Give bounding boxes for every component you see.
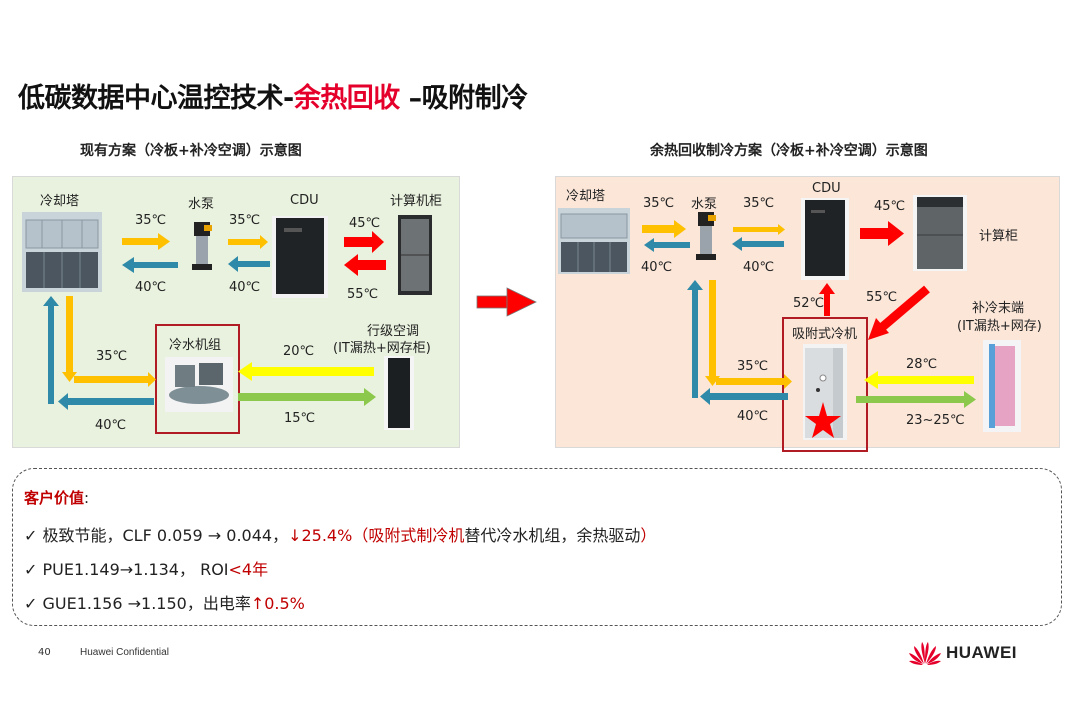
supplementary-terminal-image	[983, 340, 1021, 432]
value-item-3: ✓ GUE1.156 →1.150，出电率↑0.5%	[24, 590, 305, 614]
label-water-chiller: 冷水机组	[169, 338, 222, 353]
temp-left-cdu-to-rack: 45℃	[349, 216, 381, 231]
temp-right-tower-to-pump: 35℃	[643, 196, 675, 211]
value-item-1: ✓ 极致节能，CLF 0.059 → 0.044，↓25.4%（吸附式制冷机替代…	[24, 522, 656, 546]
value-item-1-close: ）	[640, 526, 657, 545]
temp-right-chiller-to-tower: 40℃	[737, 409, 769, 424]
temp-right-terminal-to-chiller: 28℃	[906, 357, 938, 372]
huawei-logo: HUAWEI	[908, 640, 1017, 666]
confidential-label: Huawei Confidential	[80, 647, 169, 658]
temp-left-tower-to-chiller: 35℃	[96, 349, 128, 364]
left-diagram-subtitle: 现有方案（冷板+补冷空调）示意图	[80, 143, 302, 159]
customer-value-colon: :	[84, 489, 90, 507]
water-chiller-image	[165, 357, 233, 412]
temp-right-cdu-to-pump: 40℃	[743, 260, 775, 275]
temp-left-chiller-to-ac: 15℃	[284, 411, 316, 426]
temp-right-rack-to-chiller: 55℃	[866, 290, 898, 305]
label-row-ac-line1: 行级空调	[367, 324, 420, 339]
label-pump-right: 水泵	[691, 197, 718, 212]
value-item-1-text2: 替代冷水机组，余热驱动	[464, 526, 641, 545]
page-title: 低碳数据中心温控技术-余热回收 –吸附制冷	[18, 76, 528, 115]
compute-rack-image-left	[398, 215, 432, 295]
label-adsorption-chiller: 吸附式冷机	[792, 327, 858, 342]
label-terminal-line2: (IT漏热+网存)	[957, 319, 1042, 334]
label-rack-right: 计算柜	[979, 229, 1019, 244]
cooling-tower-image-left	[22, 212, 102, 292]
temp-left-rack-to-cdu: 55℃	[347, 287, 379, 302]
cooling-tower-image-right	[558, 208, 630, 274]
temp-right-cdu-to-rack: 45℃	[874, 199, 906, 214]
temp-left-ac-to-chiller: 20℃	[283, 344, 315, 359]
label-row-ac-line2: (IT漏热+网存柜)	[333, 341, 431, 356]
temp-left-pump-to-tower: 40℃	[135, 280, 167, 295]
temp-left-cdu-to-pump: 40℃	[229, 280, 261, 295]
huawei-flower-icon	[909, 642, 941, 665]
check-icon: ✓	[24, 560, 38, 579]
temp-right-pump-to-cdu: 35℃	[743, 196, 775, 211]
adsorption-chiller-image	[803, 344, 847, 440]
label-cdu-left: CDU	[290, 193, 319, 208]
temp-left-pump-to-cdu: 35℃	[229, 213, 261, 228]
label-pump-left: 水泵	[188, 197, 215, 212]
label-cooling-tower-right: 冷却塔	[566, 189, 606, 204]
transition-arrow	[476, 287, 537, 317]
title-highlight: 余热回收	[293, 83, 401, 114]
water-pump-image-right	[696, 212, 716, 260]
label-cdu-right: CDU	[812, 181, 841, 196]
value-item-2-highlight: <4年	[228, 560, 269, 579]
temp-right-pump-to-tower: 40℃	[641, 260, 673, 275]
cdu-image-left	[272, 216, 328, 298]
water-pump-image-left	[192, 222, 212, 270]
label-cooling-tower-left: 冷却塔	[40, 194, 80, 209]
label-terminal-line1: 补冷末端	[972, 301, 1025, 316]
customer-value-title: 客户价值:	[24, 487, 89, 508]
label-rack-left: 计算机柜	[390, 194, 443, 209]
brand-name: HUAWEI	[946, 643, 1017, 662]
value-item-3-highlight: ↑0.5%	[250, 594, 305, 613]
temp-left-tower-to-pump: 35℃	[135, 213, 167, 228]
value-item-1-text: 极致节能，CLF 0.059 → 0.044，	[42, 526, 289, 545]
temp-right-chiller-to-terminal: 23~25℃	[906, 413, 965, 428]
temp-left-chiller-to-tower: 40℃	[95, 418, 127, 433]
value-item-2-text: PUE1.149→1.134， ROI	[42, 560, 229, 579]
temp-right-tower-to-chiller: 35℃	[737, 359, 769, 374]
check-icon: ✓	[24, 526, 38, 545]
star-icon	[805, 402, 841, 438]
row-ac-image	[384, 356, 414, 430]
customer-value-box	[12, 468, 1062, 626]
customer-value-heading: 客户价值	[24, 489, 85, 507]
value-item-3-text: GUE1.156 →1.150，出电率	[42, 594, 251, 613]
value-item-2: ✓ PUE1.149→1.134， ROI<4年	[24, 556, 268, 580]
temp-right-chiller-to-cdu: 52℃	[793, 296, 825, 311]
compute-rack-image-right	[913, 195, 967, 271]
page-number: 40	[38, 647, 51, 658]
title-main: 低碳数据中心温控技术-	[18, 83, 294, 114]
value-item-1-highlight: ↓25.4%（吸附式制冷机	[288, 526, 465, 545]
right-diagram-subtitle: 余热回收制冷方案（冷板+补冷空调）示意图	[650, 143, 928, 159]
check-icon: ✓	[24, 594, 38, 613]
cdu-image-right	[801, 198, 849, 280]
title-suffix: –吸附制冷	[399, 83, 529, 114]
